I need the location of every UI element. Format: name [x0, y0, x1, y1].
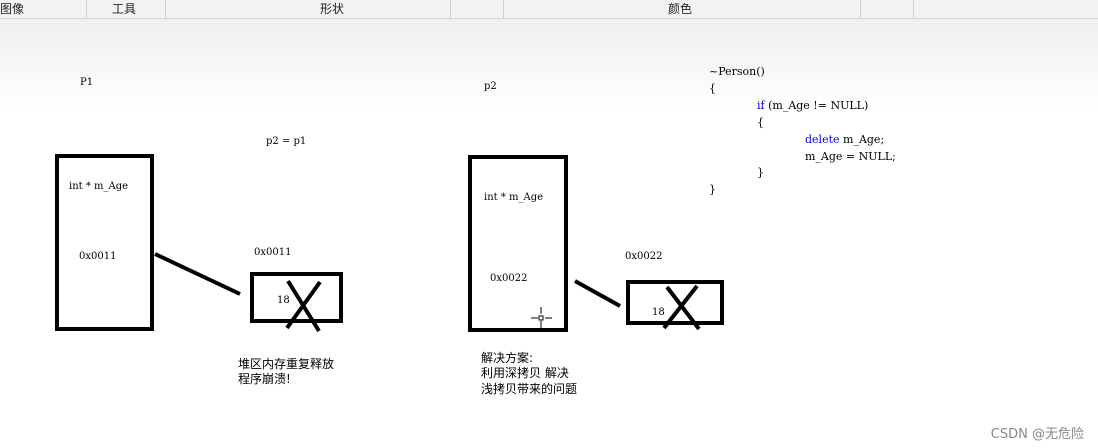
ribbon-separator: [913, 0, 914, 18]
p2-member-label: int * m_Age: [484, 192, 544, 203]
code-line-4: {: [757, 116, 764, 129]
p2-note-line2: 利用深拷贝 解决: [481, 366, 569, 380]
cross-stroke: [665, 285, 701, 331]
p1-note-line2: 程序崩溃!: [238, 372, 291, 386]
ribbon-separator: [165, 0, 166, 18]
p1-pointer-line: [154, 252, 241, 296]
assign-label: p2 = p1: [266, 136, 307, 147]
code-text: m_Age;: [839, 133, 885, 146]
p2-label: p2: [484, 81, 497, 92]
tab-shapes[interactable]: 形状: [320, 2, 345, 16]
tab-colors[interactable]: 颜色: [668, 2, 693, 16]
p2-address-label: 0x0022: [490, 273, 528, 284]
p1-heap-address-label: 0x0011: [254, 247, 292, 258]
p2-heap-box: [626, 280, 724, 325]
code-keyword: delete: [805, 133, 840, 146]
watermark: CSDN @无危险: [990, 427, 1084, 442]
code-line-7: }: [757, 166, 764, 179]
p1-object-box: [55, 154, 154, 331]
cross-stroke: [286, 279, 321, 333]
ribbon-shadow: [0, 19, 1098, 109]
code-line-1: ~Person(): [709, 65, 765, 78]
ribbon-bar: 图像 工具 形状 颜色: [0, 0, 1098, 19]
p1-address-label: 0x0011: [79, 251, 117, 262]
p2-heap-address-label: 0x0022: [625, 251, 663, 262]
tab-image[interactable]: 图像: [0, 2, 25, 16]
code-line-3: if (m_Age != NULL): [757, 99, 868, 112]
code-keyword: if: [757, 99, 765, 112]
code-line-6: m_Age = NULL;: [805, 150, 896, 163]
code-line-5: delete m_Age;: [805, 133, 884, 146]
p1-heap-box: [250, 272, 343, 323]
ribbon-separator: [86, 0, 87, 18]
tab-tools[interactable]: 工具: [112, 2, 137, 16]
p2-note-line3: 浅拷贝带来的问题: [481, 382, 578, 396]
p1-heap-value: 18: [277, 295, 290, 306]
p1-member-label: int * m_Age: [69, 181, 129, 192]
code-line-8: }: [709, 183, 716, 196]
ribbon-separator: [450, 0, 451, 18]
p1-note-line1: 堆区内存重复释放: [238, 357, 335, 371]
p2-object-box: [468, 155, 568, 332]
crosshair-cursor-icon: [531, 307, 552, 328]
p1-label: P1: [80, 77, 94, 88]
ribbon-separator: [860, 0, 861, 18]
code-line-2: {: [709, 82, 716, 95]
code-text: (m_Age != NULL): [764, 99, 869, 112]
p2-note-line1: 解决方案:: [481, 351, 534, 365]
ribbon-separator: [503, 0, 504, 18]
p2-heap-value: 18: [652, 307, 665, 318]
p2-pointer-line: [574, 279, 621, 308]
